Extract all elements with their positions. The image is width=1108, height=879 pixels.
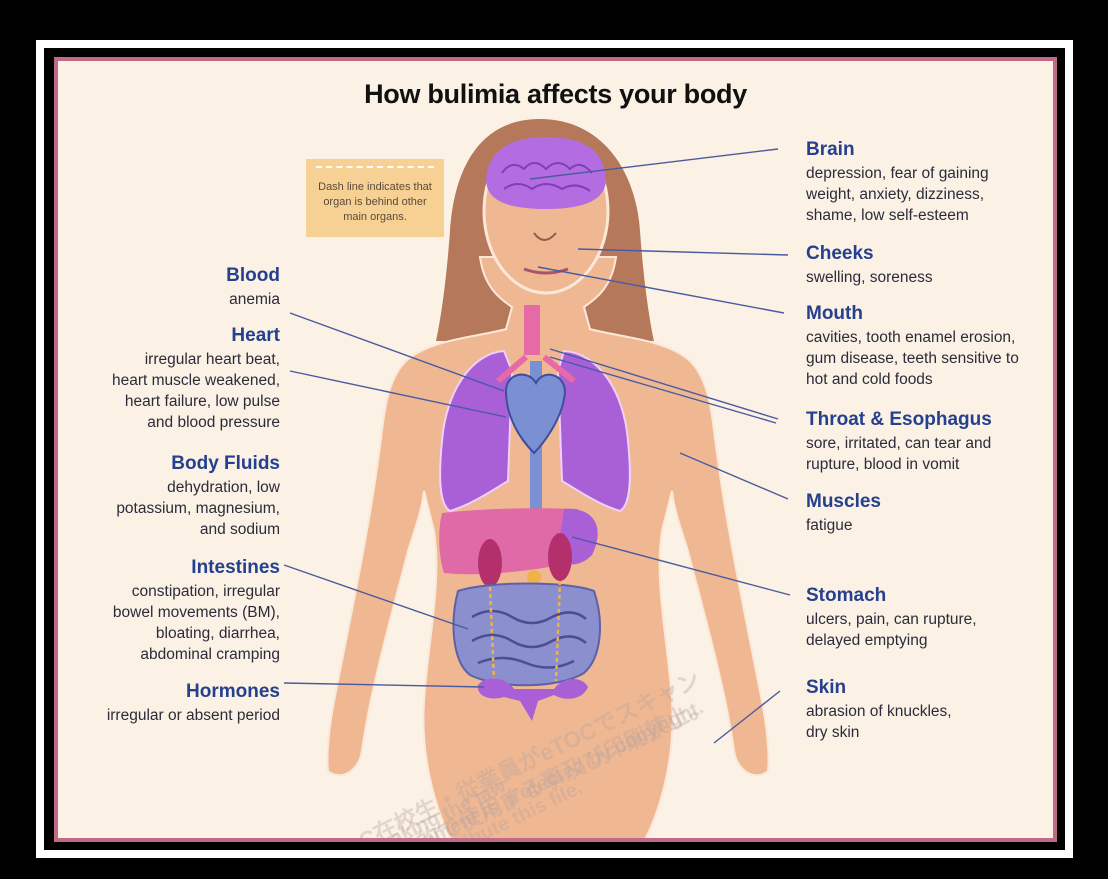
desc-muscles: fatigue [806,515,853,536]
desc-line: rupture, blood in vomit [806,454,991,475]
desc-hormones: irregular or absent period [107,705,280,726]
label-mouth: Mouth [806,303,863,325]
desc-line: and sodium [116,519,280,540]
brain [486,137,606,209]
desc-line: ulcers, pain, can rupture, [806,609,977,630]
desc-line: sore, irritated, can tear and [806,433,991,454]
label-brain: Brain [806,139,855,161]
dash-line-sample [316,166,434,168]
desc-line: anemia [229,289,280,310]
kidney-right [548,533,572,581]
label-cheeks: Cheeks [806,243,874,265]
desc-heart: irregular heart beat,heart muscle weaken… [112,349,280,433]
desc-line: shame, low self-esteem [806,205,989,226]
desc-line: gum disease, teeth sensitive to [806,348,1019,369]
desc-blood: anemia [229,289,280,310]
poster-panel: How bulimia affects your body [58,61,1053,838]
desc-line: constipation, irregular [113,581,280,602]
desc-line: dehydration, low [116,477,280,498]
label-throat: Throat & Esophagus [806,409,992,431]
desc-line: fatigue [806,515,853,536]
desc-line: heart failure, low pulse [112,391,280,412]
desc-line: hot and cold foods [806,369,1019,390]
kidney-left [478,539,502,587]
desc-line: abdominal cramping [113,644,280,665]
desc-line: and blood pressure [112,412,280,433]
legend-note: Dash line indicates that organ is behind… [306,159,444,237]
label-muscles: Muscles [806,491,881,513]
desc-line: swelling, soreness [806,267,933,288]
desc-stomach: ulcers, pain, can rupture,delayed emptyi… [806,609,977,651]
label-heart: Heart [231,325,280,347]
label-skin: Skin [806,677,846,699]
desc-line: dry skin [806,722,952,743]
legend-note-text: Dash line indicates that organ is behind… [312,180,438,225]
desc-cheeks: swelling, soreness [806,267,933,288]
desc-line: abrasion of knuckles, [806,701,952,722]
desc-mouth: cavities, tooth enamel erosion,gum disea… [806,327,1019,390]
desc-line: bowel movements (BM), [113,602,280,623]
label-blood: Blood [226,265,280,287]
desc-line: bloating, diarrhea, [113,623,280,644]
label-body-fluids: Body Fluids [171,453,280,475]
desc-line: heart muscle weakened, [112,370,280,391]
desc-line: weight, anxiety, dizziness, [806,184,989,205]
label-hormones: Hormones [186,681,280,703]
desc-line: irregular heart beat, [112,349,280,370]
desc-line: cavities, tooth enamel erosion, [806,327,1019,348]
label-intestines: Intestines [191,557,280,579]
desc-line: delayed emptying [806,630,977,651]
desc-skin: abrasion of knuckles,dry skin [806,701,952,743]
desc-line: irregular or absent period [107,705,280,726]
intestines [454,584,600,686]
label-stomach: Stomach [806,585,886,607]
desc-line: depression, fear of gaining [806,163,989,184]
desc-line: potassium, magnesium, [116,498,280,519]
